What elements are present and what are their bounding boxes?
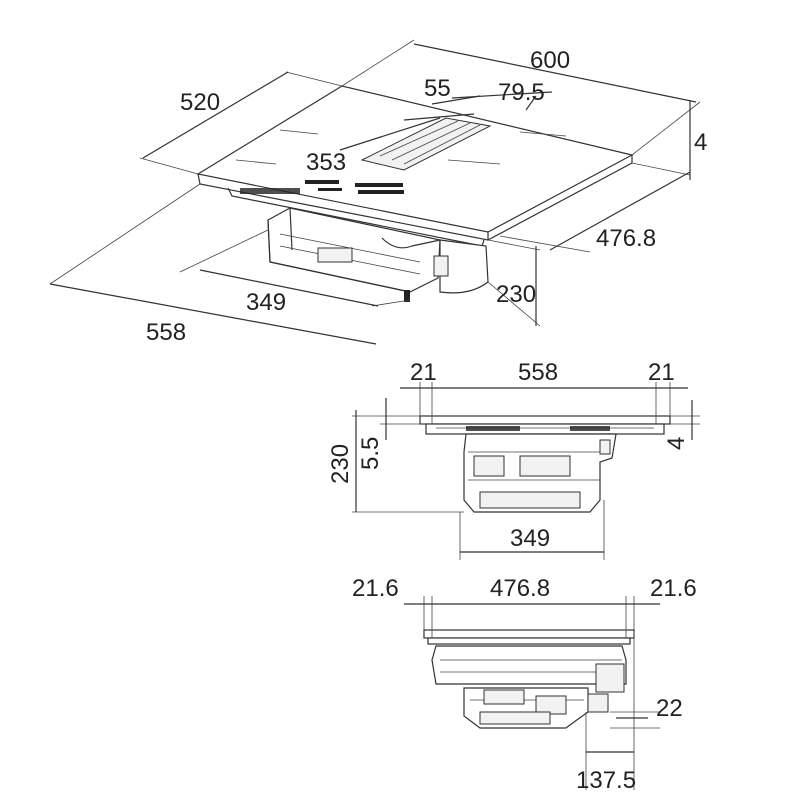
dim-label-137-5: 137.5 xyxy=(576,767,636,794)
dim-label-558-front: 558 xyxy=(518,359,558,386)
dim-label-55: 55 xyxy=(424,75,451,102)
front-glass-top xyxy=(419,415,671,425)
dim-label-4-top: 4 xyxy=(694,129,707,156)
dim-label-79-5: 79.5 xyxy=(498,79,545,106)
dim-label-21-right: 21 xyxy=(648,359,675,386)
side-glass-top xyxy=(423,629,635,639)
dim-label-476-8-side: 476.8 xyxy=(490,575,550,602)
dim-label-230: 230 xyxy=(496,281,536,308)
dim-label-600: 600 xyxy=(530,47,570,74)
side-under-box xyxy=(463,687,609,729)
dim-label-21-6-right: 21.6 xyxy=(650,575,697,602)
dim-label-5-5: 5.5 xyxy=(357,437,384,470)
dim-label-353: 353 xyxy=(306,149,346,176)
dim-label-349: 349 xyxy=(246,289,286,316)
dim-label-21-6-left: 21.6 xyxy=(352,575,399,602)
dim-label-230-front: 230 xyxy=(327,444,354,484)
dim-label-22: 22 xyxy=(656,695,683,722)
front-under-box xyxy=(463,433,617,513)
front-view: 21 558 21 230 5.5 4 349 xyxy=(327,359,700,560)
dim-label-349-front: 349 xyxy=(510,525,550,552)
dim-label-476-8: 476.8 xyxy=(596,225,656,252)
dim-label-21-left: 21 xyxy=(410,359,437,386)
dim-label-4-front: 4 xyxy=(663,437,690,450)
side-view: 21.6 476.8 21.6 22 137.5 xyxy=(352,575,697,794)
isometric-view: 600 520 55 79.5 353 4 476.8 230 349 558 xyxy=(49,39,707,346)
dim-label-558: 558 xyxy=(146,319,186,346)
under-box xyxy=(267,207,489,302)
dim-label-520: 520 xyxy=(180,89,220,116)
control-panel xyxy=(305,180,404,194)
